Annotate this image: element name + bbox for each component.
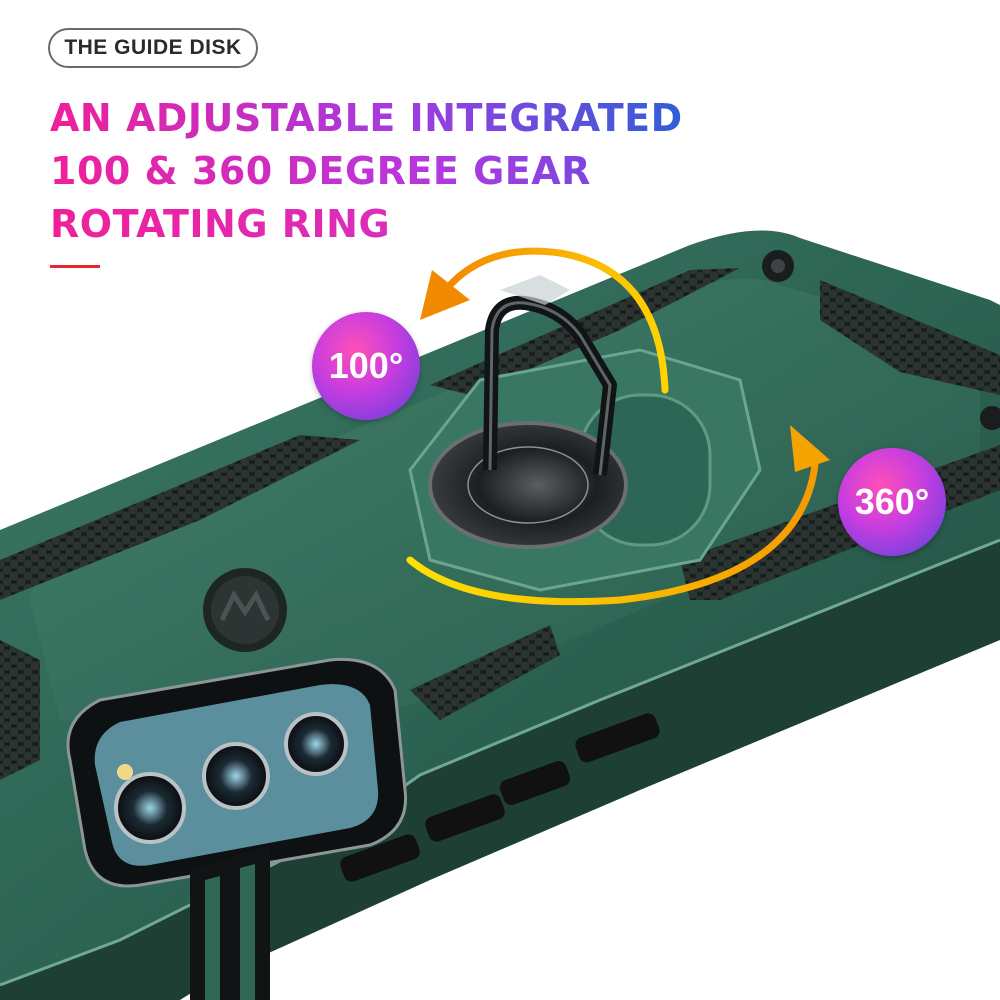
badge-100-degrees: 100° xyxy=(312,312,420,420)
motorola-logo-icon xyxy=(203,568,287,652)
headline: AN ADJUSTABLE INTEGRATED 100 & 360 DEGRE… xyxy=(50,92,683,251)
flash-icon xyxy=(117,764,133,780)
screw-icon xyxy=(980,406,1000,430)
rotation-arrow-icon xyxy=(406,247,830,606)
accent-divider xyxy=(50,265,100,268)
guide-disk-tag: THE GUIDE DISK xyxy=(48,28,258,68)
ring-holder-icon[interactable] xyxy=(428,275,628,549)
badge-360-degrees: 360° xyxy=(838,448,946,556)
camera-lens-icon xyxy=(114,772,186,844)
camera-module xyxy=(66,657,408,888)
headline-line-1: AN ADJUSTABLE INTEGRATED xyxy=(50,92,683,145)
camera-lens-icon xyxy=(202,742,270,810)
camera-lens-icon xyxy=(284,712,348,776)
headline-line-2: 100 & 360 DEGREE GEAR xyxy=(50,145,683,198)
side-buttons xyxy=(190,713,660,1000)
headline-line-3: ROTATING RING xyxy=(50,198,683,251)
